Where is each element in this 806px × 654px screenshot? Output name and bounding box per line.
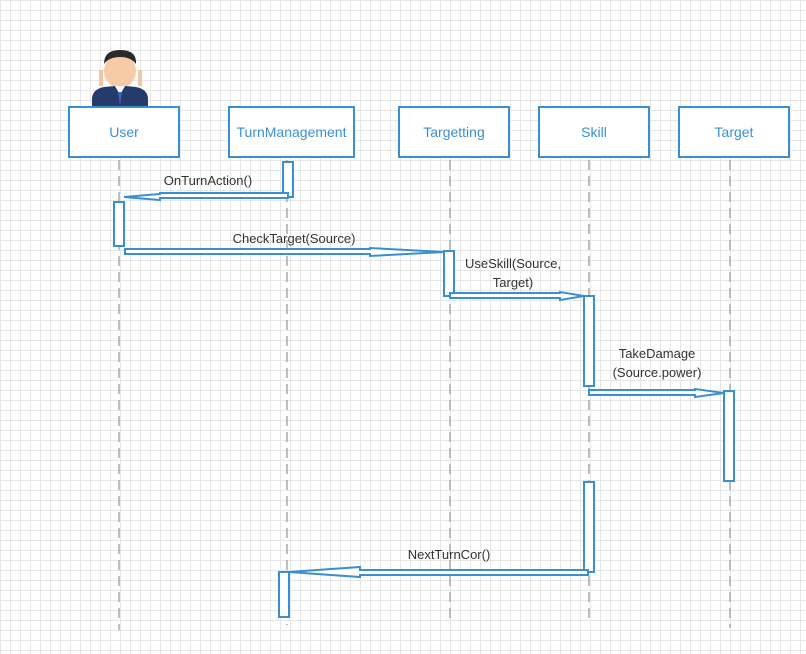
activation-bar-skill-2[interactable] [583,481,595,573]
lifeline-label-turn-management: TurnManagement [237,124,347,140]
lifeline-head-user[interactable]: User [68,106,180,158]
message-label-on-turn-action: OnTurnAction() [164,173,252,188]
message-label-use-skill-line-1: UseSkill(Source, [465,256,561,271]
message-label-next-turn-cor: NextTurnCor() [408,547,491,562]
person-icon [92,50,148,106]
activation-bar-targetting[interactable] [443,250,455,297]
message-label-check-target: CheckTarget(Source) [233,231,356,246]
activation-bar-user[interactable] [113,201,125,247]
activation-bar-target[interactable] [723,390,735,482]
message-arrow-next-turn-cor[interactable] [288,565,589,579]
message-label-use-skill-line-2: Target) [493,275,533,290]
activation-bar-skill-1[interactable] [583,295,595,387]
message-arrow-check-target[interactable] [124,246,445,258]
lifeline-head-target[interactable]: Target [678,106,790,158]
lifeline-head-turn-management[interactable]: TurnManagement [228,106,355,158]
message-label-take-damage-line-1: TakeDamage [619,346,696,361]
message-arrow-use-skill[interactable] [449,290,585,302]
lifeline-label-target: Target [715,124,754,140]
lifeline-label-user: User [109,124,139,140]
lifeline-head-targetting[interactable]: Targetting [398,106,510,158]
message-arrow-on-turn-action[interactable] [123,192,289,202]
activation-bar-turn-management-2[interactable] [278,571,290,618]
lifeline-head-skill[interactable]: Skill [538,106,650,158]
message-label-take-damage-line-2: (Source.power) [613,365,702,380]
activation-bar-turn-management-1[interactable] [282,161,294,198]
message-arrow-take-damage[interactable] [588,387,725,399]
lifeline-label-targetting: Targetting [423,124,484,140]
lifeline-label-skill: Skill [581,124,607,140]
